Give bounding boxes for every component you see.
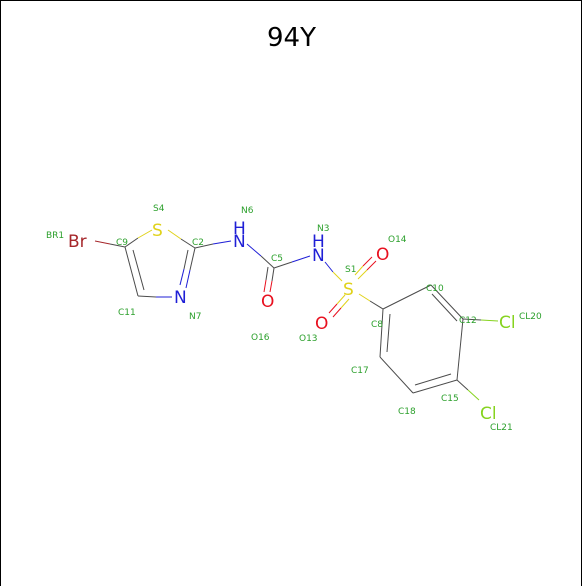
bond-n3-s1 — [332, 271, 343, 282]
atom-label-c18: C18 — [398, 407, 416, 417]
bond-c2-n7 — [189, 247, 196, 271]
atom-label-s4: S4 — [153, 204, 165, 214]
element-cl-upper: Cl — [499, 313, 516, 333]
atom-label-cl20: CL20 — [519, 312, 542, 322]
molecule-title: 94Y — [267, 23, 316, 53]
element-br: Br — [68, 232, 87, 252]
bond-c15-c18-double — [414, 373, 452, 386]
bond-c5-n3 — [273, 261, 293, 269]
bond-c5-n3 — [291, 255, 311, 263]
bonds — [94, 229, 499, 401]
bond-s4-c2 — [167, 229, 182, 240]
atom-label-c2: C2 — [192, 238, 204, 248]
bond-c8-c10 — [382, 284, 432, 310]
bond-c9-s4 — [124, 237, 139, 248]
atom-label-o14: O14 — [388, 235, 407, 245]
bond-c17-c8 — [379, 308, 384, 358]
atom-label-cl21: CL21 — [490, 423, 513, 433]
atom-label-c9: C9 — [116, 238, 128, 248]
atom-label-c12: C12 — [459, 316, 477, 326]
bond-s1-c8 — [369, 300, 384, 310]
bond-c15-cl21 — [467, 389, 480, 401]
atom-label-c8: C8 — [371, 320, 383, 330]
element-h-sulfonamide: H — [312, 232, 325, 252]
bond-n7-c11 — [137, 295, 157, 298]
atom-label-br1: BR1 — [46, 231, 64, 241]
bond-s1-c8 — [358, 293, 371, 302]
bond-s1-o13 — [328, 303, 338, 314]
bond-c18-c17 — [379, 356, 414, 394]
element-s-sulfonyl: S — [343, 280, 354, 300]
atom-label-c11: C11 — [118, 308, 136, 318]
bond-c12-c15 — [456, 318, 464, 381]
bond-s1-o13-double — [332, 307, 342, 318]
bond-n3-s1 — [324, 261, 334, 273]
atom-label-n6: N6 — [241, 206, 254, 216]
bond-c5-o16-double — [263, 279, 267, 293]
atom-label-c10: C10 — [426, 284, 444, 294]
bond-s1-o14-double — [362, 256, 373, 267]
bond-c11-c9 — [124, 246, 139, 297]
atom-label-o16: O16 — [251, 333, 270, 343]
element-o-sulfonyl-bottom: O — [315, 314, 328, 334]
bond-c10-c12-double — [431, 293, 458, 322]
bond-n6-c5 — [260, 255, 275, 269]
bond-br1-c9 — [109, 243, 126, 248]
element-h-amine: H — [233, 219, 246, 239]
element-n-sulfonamide: N — [312, 246, 325, 266]
bond-c9-s4 — [137, 229, 153, 239]
element-s-ring: S — [152, 221, 163, 241]
bond-c5-o16 — [271, 267, 275, 282]
bond-c15-cl21 — [456, 379, 469, 391]
element-o-carbonyl: O — [261, 292, 274, 312]
bond-s4-c2 — [180, 238, 196, 249]
bond-c2-n6 — [212, 240, 232, 245]
atom-label-n3: N3 — [317, 224, 329, 234]
bond-c2-n6 — [194, 243, 214, 249]
element-symbols: Br S H N N H N O S O O Cl Cl — [68, 219, 516, 424]
bond-c12-cl20 — [480, 319, 499, 322]
bond-s1-o14 — [366, 260, 377, 271]
bond-c17-c8-double — [386, 313, 391, 353]
element-n-ring: N — [174, 288, 187, 308]
element-cl-lower: Cl — [480, 404, 497, 424]
bond-s1-o13-double — [340, 298, 350, 309]
atom-labels: BR1 C9 S4 C2 N6 C11 N7 C5 N3 O16 O14 S1 … — [46, 204, 542, 433]
atom-label-s1: S1 — [345, 265, 356, 275]
bond-s1-o14 — [357, 269, 368, 280]
bond-c5-o16-double — [265, 266, 269, 281]
atom-label-c5: C5 — [271, 254, 283, 264]
atom-label-n7: N7 — [189, 312, 201, 322]
atom-label-c15: C15 — [441, 394, 459, 404]
bond-br1-c9 — [94, 240, 111, 245]
bond-c10-c12 — [430, 284, 464, 320]
element-n-amine: N — [233, 232, 246, 252]
bond-c5-o16 — [269, 280, 273, 293]
bond-c2-n7 — [185, 269, 191, 289]
bond-c12-cl20 — [462, 318, 482, 321]
atom-label-o13: O13 — [299, 334, 318, 344]
bond-s1-o14-double — [354, 265, 364, 276]
bond-c11-c9-double — [132, 249, 145, 291]
atom-label-c17: C17 — [351, 366, 369, 376]
bond-c15-c18 — [412, 379, 458, 394]
bond-n6-c5 — [246, 243, 262, 257]
element-o-sulfonyl-top: O — [376, 245, 389, 265]
bond-s1-o13 — [336, 294, 346, 305]
bond-c2-n7-double — [179, 268, 185, 286]
bond-c2-n7-double — [183, 249, 189, 270]
